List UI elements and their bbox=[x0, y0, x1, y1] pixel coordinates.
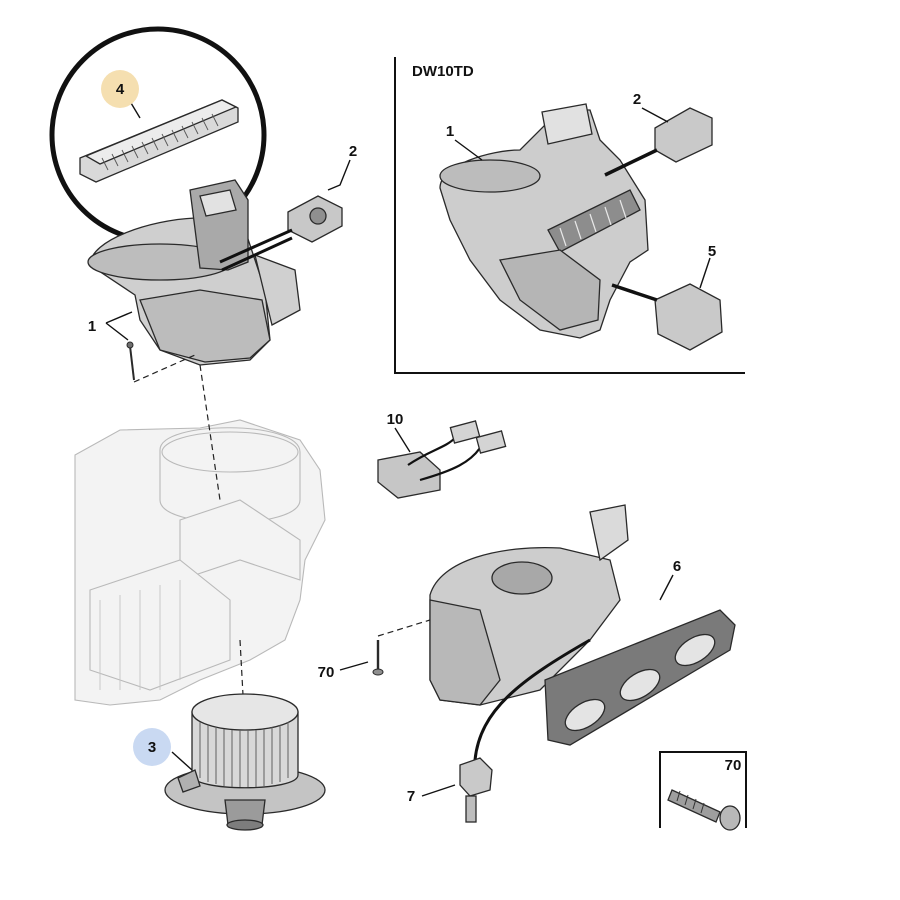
cabin-filter-part-4 bbox=[79, 99, 239, 183]
leader-1-inset bbox=[454, 139, 483, 161]
leader-1-main bbox=[105, 311, 133, 341]
inset-resistor-part-5 bbox=[611, 283, 723, 351]
assembly-line-housing bbox=[199, 364, 221, 501]
callout-6-label: 6 bbox=[673, 558, 681, 575]
callout-2-inset-label: 2 bbox=[633, 91, 641, 108]
connector-part-2-main bbox=[219, 195, 343, 272]
inset-frame bbox=[394, 57, 745, 374]
assembly-line-blower bbox=[239, 639, 244, 696]
detail-box-70 bbox=[659, 751, 747, 831]
callout-1-main-label: 1 bbox=[88, 318, 96, 335]
leader-2-main bbox=[327, 159, 351, 191]
callout-70-detail-label: 70 bbox=[725, 757, 742, 774]
leader-5-inset bbox=[699, 257, 711, 289]
callout-1-inset-label: 1 bbox=[446, 123, 454, 140]
wiring-harness-part-10 bbox=[377, 420, 507, 499]
hvac-housing-ghost bbox=[74, 419, 326, 706]
heater-housing-part-6 bbox=[429, 504, 736, 761]
leader-2-inset bbox=[641, 107, 669, 123]
air-intake-housing-part-1 bbox=[87, 179, 301, 366]
assembly-line-screw-70 bbox=[377, 619, 431, 637]
leader-6 bbox=[659, 574, 674, 601]
callout-70-main-label: 70 bbox=[318, 664, 335, 681]
callout-2-main-label: 2 bbox=[349, 143, 357, 160]
leader-70-main bbox=[339, 661, 369, 671]
leader-10 bbox=[394, 427, 411, 453]
callout-5-inset-label: 5 bbox=[708, 243, 716, 260]
callout-4-label: 4 bbox=[116, 81, 125, 98]
assembly-line-screw bbox=[133, 354, 196, 383]
callout-3-label: 3 bbox=[148, 739, 156, 756]
screw-part-70-main bbox=[372, 640, 384, 676]
leader-3 bbox=[171, 751, 193, 771]
screw-part-1 bbox=[126, 341, 135, 381]
callout-4-badge bbox=[101, 70, 139, 108]
inset-variant-title: DW10TD bbox=[412, 63, 474, 80]
inset-housing-part-1 bbox=[439, 103, 649, 339]
inset-connector-part-2 bbox=[604, 107, 713, 177]
callout-10-label: 10 bbox=[387, 411, 404, 428]
blower-motor-part-3 bbox=[164, 693, 326, 831]
callout-3-badge bbox=[133, 728, 171, 766]
sensor-part-7 bbox=[459, 757, 493, 823]
callout-7-label: 7 bbox=[407, 788, 415, 805]
leader-7 bbox=[421, 784, 456, 797]
